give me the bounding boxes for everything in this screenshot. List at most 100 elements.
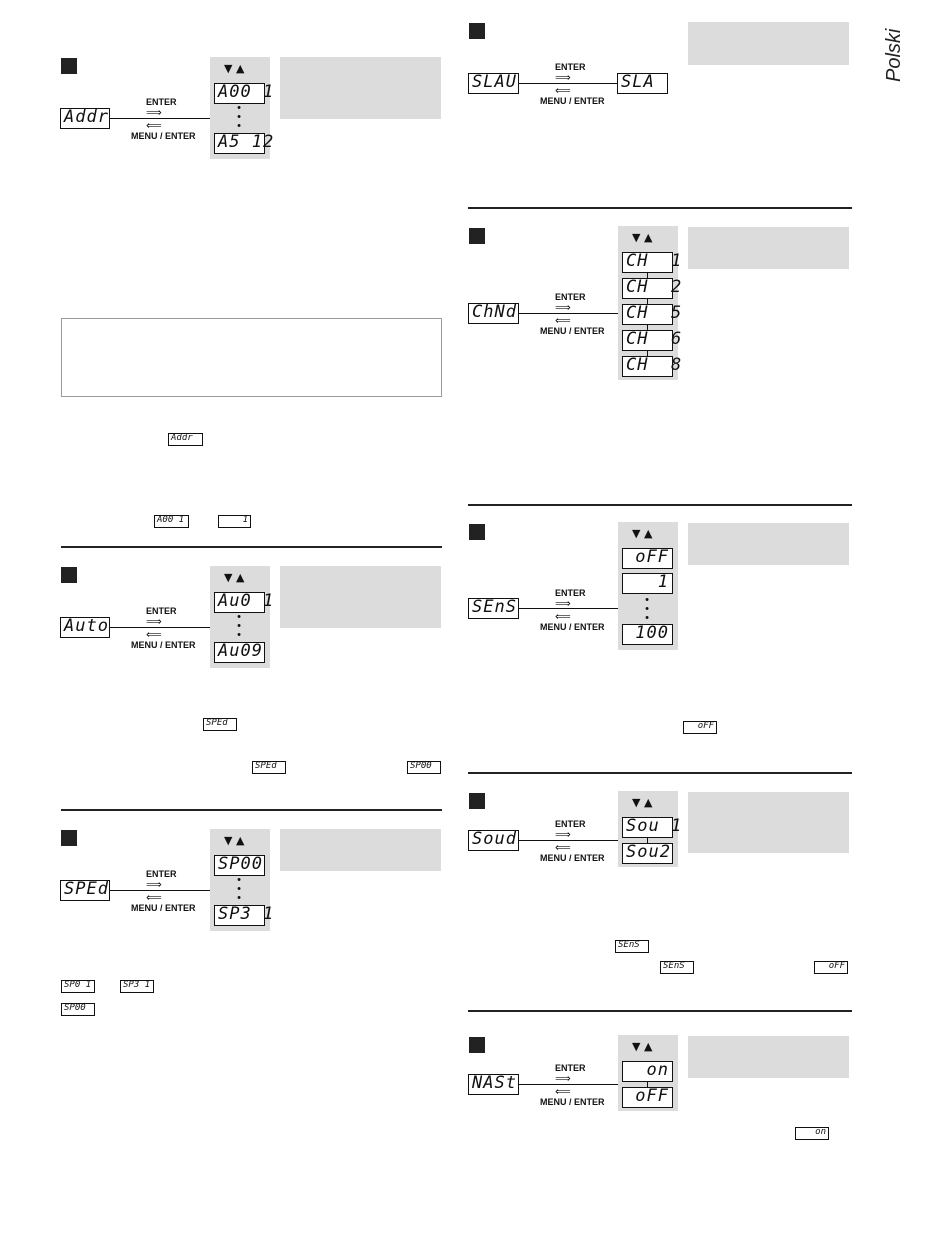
step-marker [469,228,485,244]
note-box [280,57,441,119]
sens-value-100: 100 [622,624,673,645]
menu-enter-label: MENU / ENTER [540,96,605,106]
inline-sped-display-2: SPEd [252,761,286,774]
connector-line [110,627,210,628]
enter-arrow-icon: ⟹ [555,302,571,314]
inline-on-display: on [795,1127,829,1140]
connector-line [110,890,210,891]
mast-value-off: oFF [622,1087,673,1108]
mast-key-display: NASt [468,1074,519,1095]
addr-value-last: A5 12 [214,133,273,154]
inline-sens-display: SEnS [615,940,649,953]
enter-label: ENTER [146,869,177,879]
sens-key-display: SEnS [468,598,519,619]
language-tab-label: Polski [883,28,905,82]
auto-value-first: Au0 1 [214,592,273,613]
sens-value-off: oFF [622,548,673,569]
menu-enter-label: MENU / ENTER [540,622,605,632]
back-arrow-icon: ⟸ [146,120,162,132]
back-arrow-icon: ⟸ [555,1086,571,1098]
slav-value-display: SLA [617,73,668,94]
stack-connector [647,836,648,844]
section-divider [468,504,852,506]
ellipsis-dots: ••• [237,611,241,641]
step-marker [469,793,485,809]
connector-line [519,840,618,841]
step-marker [61,830,77,846]
back-arrow-icon: ⟸ [555,842,571,854]
inline-a001-display: A00 1 [154,515,189,528]
connector-line [519,1084,618,1085]
sped-key-display: SPEd [60,880,110,901]
ellipsis-dots: ••• [237,874,241,904]
down-up-arrows-icon: ▼ ▲ [224,62,245,75]
section-divider [468,772,852,774]
chnd-value-2: CH 2 [622,278,681,299]
note-box [280,566,441,628]
back-arrow-icon: ⟸ [555,611,571,623]
enter-arrow-icon: ⟹ [555,1073,571,1085]
section-divider [468,1010,852,1012]
chnd-value-3: CH 5 [622,304,681,325]
inline-sp00-display: SP00 [407,761,441,774]
enter-arrow-icon: ⟹ [146,616,162,628]
note-box [688,523,849,565]
section-divider [468,207,852,209]
addr-key-display: Addr [60,108,110,129]
chnd-value-1: CH 1 [622,252,681,273]
enter-label: ENTER [146,606,177,616]
inline-addr-display: Addr [168,433,203,446]
auto-key-display: Auto [60,617,110,638]
menu-enter-label: MENU / ENTER [540,1097,605,1107]
auto-value-last: Au09 [214,642,265,663]
language-tab: Polski [883,28,905,82]
ellipsis-dots: ••• [645,594,649,624]
back-arrow-icon: ⟸ [146,629,162,641]
sped-value-last: SP3 1 [214,905,273,926]
connector-line [519,608,618,609]
down-up-arrows-icon: ▼ ▲ [632,527,653,540]
ellipsis-dots: ••• [237,102,241,132]
sens-value-1: 1 [622,573,673,594]
sped-value-first: SP00 [214,855,265,876]
warning-box [61,318,442,397]
step-marker [469,23,485,39]
soud-key-display: Soud [468,830,519,851]
value-panel [618,226,678,380]
chnd-value-5: CH 8 [622,356,681,377]
enter-label: ENTER [555,292,586,302]
connector-line [110,118,210,119]
section-divider [61,809,442,811]
down-up-arrows-icon: ▼ ▲ [632,1040,653,1053]
inline-sens-display-2: SEnS [660,961,694,974]
mast-value-on: on [622,1061,673,1082]
inline-sp31-display: SP3 1 [120,980,154,993]
back-arrow-icon: ⟸ [555,315,571,327]
soud-value-1: Sou 1 [622,817,681,838]
enter-arrow-icon: ⟹ [146,107,162,119]
step-marker [61,567,77,583]
enter-label: ENTER [555,1063,586,1073]
enter-arrow-icon: ⟹ [555,598,571,610]
enter-label: ENTER [555,62,586,72]
addr-value-first: A00 1 [214,83,273,104]
chnd-value-4: CH 6 [622,330,681,351]
note-box [688,792,849,853]
soud-value-2: Sou2 [622,843,673,864]
inline-off-display: oFF [814,961,848,974]
enter-arrow-icon: ⟹ [555,829,571,841]
inline-sp01-display: SP0 1 [61,980,95,993]
menu-enter-label: MENU / ENTER [131,131,196,141]
inline-1-display: 1 [218,515,251,528]
slav-key-display: SLAU [468,73,519,94]
enter-arrow-icon: ⟹ [555,72,571,84]
connector-line [519,83,617,84]
menu-enter-label: MENU / ENTER [540,853,605,863]
enter-label: ENTER [146,97,177,107]
note-box [688,227,849,269]
down-up-arrows-icon: ▼ ▲ [632,231,653,244]
enter-label: ENTER [555,819,586,829]
back-arrow-icon: ⟸ [146,892,162,904]
menu-enter-label: MENU / ENTER [131,903,196,913]
